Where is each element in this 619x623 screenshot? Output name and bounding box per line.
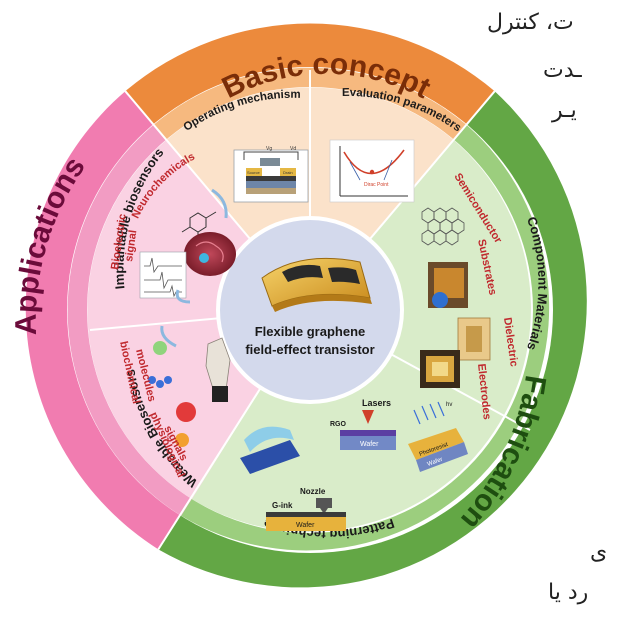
background-text-line-3: یـر [552,98,577,123]
rgo-label: RGO [330,421,347,428]
evaluation-parameters-illustration [329,139,415,203]
wafer-label-1: Wafer [360,441,379,448]
flexible-device-illustration [261,257,372,312]
dirac-point-label: Dirac Point [364,182,389,188]
vd-label: Vd [290,146,296,152]
background-text-line-2: ـدت [543,58,582,83]
operating-mechanism-illustration [233,149,309,203]
biochemical-molecule-icon [148,341,172,388]
background-text-line-4: ی [590,540,608,565]
arrow-icon [160,188,228,348]
drain-label: Drain [283,170,293,175]
brain-icon [184,232,236,276]
center-title-line-2: field-effect transistor [245,342,374,357]
laser-writing-illustration [340,410,396,450]
uv-label: hv [446,402,452,408]
nozzle-label: Nozzle [300,487,326,496]
photolithography-illustration [408,401,468,472]
substrate-photo [428,262,468,308]
dielectric-photo [457,317,491,361]
center-circle [216,216,404,404]
hand-sensor-icon [205,337,231,402]
vg-label: Vg [266,146,272,152]
wafer-label-3: Wafer [296,522,315,529]
center-title-line-1: Flexible graphene [255,324,366,339]
gink-label: G-ink [272,501,293,510]
bioelectric-label-line-2: signal [123,229,139,262]
physiological-signal-icon [175,402,196,447]
electrodes-label: Electrodes [475,363,493,420]
background-text-line-5: رد یا [548,580,589,605]
lasers-label: Lasers [362,398,391,408]
inkjet-printing-illustration [266,498,346,531]
electrodes-photo [420,350,460,388]
flexible-film-illustration [240,426,300,474]
background-text-line-1: ت، کنترل [487,10,574,35]
graphene-lattice-icon [421,207,465,246]
source-label: Source [247,170,260,175]
wafer-label-2: Wafer [427,457,444,468]
